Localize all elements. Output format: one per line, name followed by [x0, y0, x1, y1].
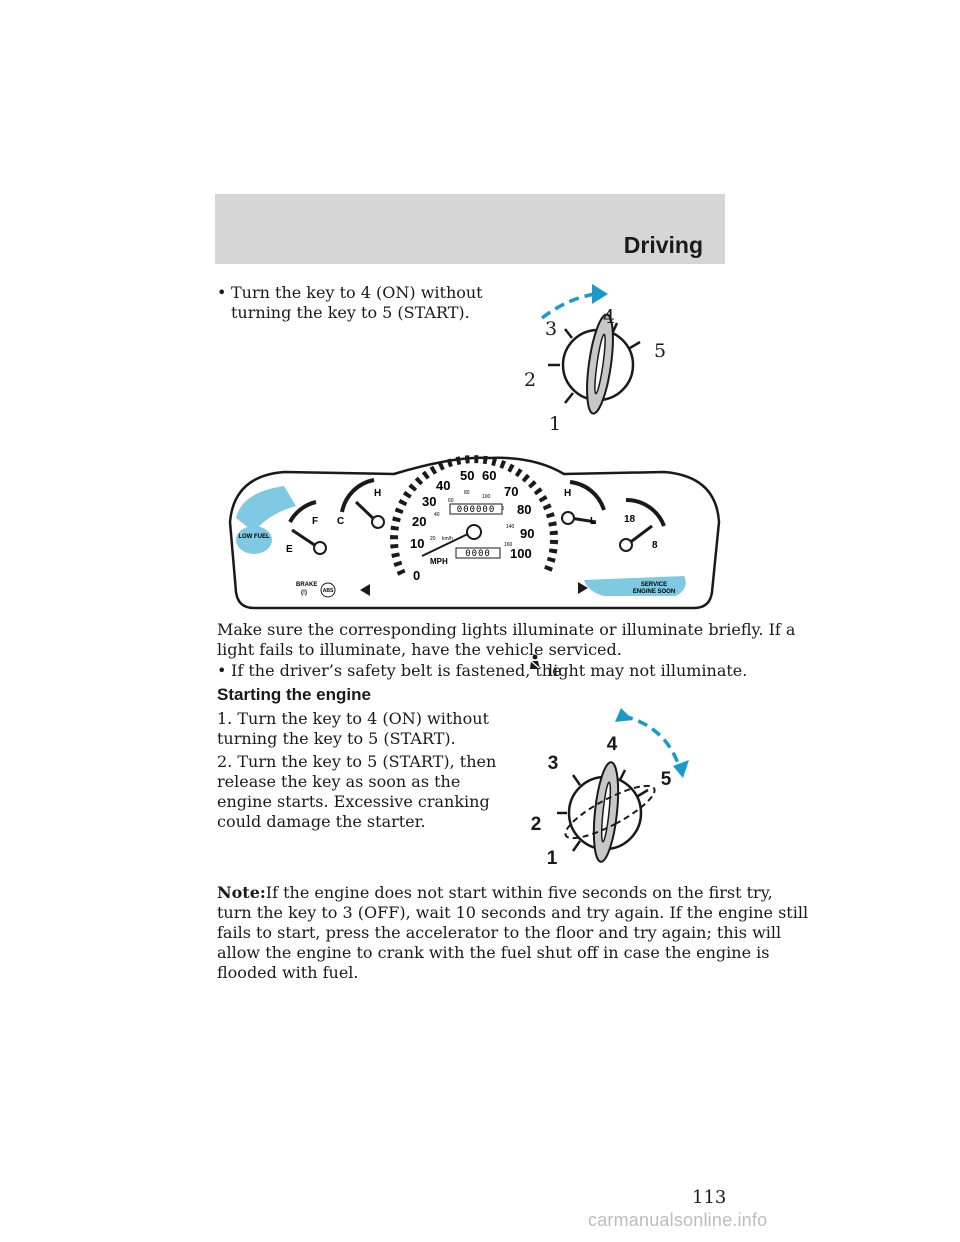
- trip-meter: [455, 547, 501, 559]
- note-line-4: allow the engine to crank with the fuel …: [217, 943, 770, 962]
- speed-mark-0: 0: [413, 568, 420, 583]
- right-turn-arrow: [578, 582, 588, 594]
- speed-mark-90: 90: [520, 526, 534, 541]
- kmh-mark-140: 140: [506, 524, 515, 530]
- position-label-5: 5: [654, 340, 666, 362]
- service-line-1: SERVICE: [641, 582, 667, 588]
- note-label: Note:: [217, 883, 266, 902]
- instrument-cluster: F E LOW FUEL C H 0 10 20 30 40 50 60 70 …: [228, 455, 721, 610]
- fuel-empty-label: E: [286, 544, 293, 555]
- oil-low-label: L: [590, 516, 596, 527]
- note-line-5: flooded with fuel.: [217, 963, 359, 982]
- temp-hot-label: H: [374, 488, 381, 499]
- speed-mark-50: 50: [460, 468, 474, 483]
- position-label-2-2: 2: [531, 814, 542, 835]
- speed-mark-70: 70: [504, 484, 518, 499]
- mph-unit: MPH: [430, 557, 448, 566]
- abs-light: [320, 582, 336, 598]
- rotation-arrow-2: [622, 714, 681, 767]
- rotation-arrowhead-start: [615, 708, 633, 722]
- speed-mark-80: 80: [517, 502, 531, 517]
- position-label-2-3: 3: [548, 753, 559, 774]
- step-2-line-2: release the key as soon as the: [217, 772, 461, 791]
- bullet-marker-2: •: [217, 661, 227, 680]
- odometer: [449, 503, 503, 515]
- rotation-arrow: [540, 292, 597, 320]
- note-text-1: If the engine does not start within five…: [265, 883, 773, 902]
- kmh-unit: km/h: [442, 536, 453, 542]
- fuel-full-label: F: [312, 516, 318, 527]
- top-instruction-line-1: Turn the key to 4 (ON) without: [231, 283, 483, 302]
- step-2-line-3: engine starts. Excessive cranking: [217, 792, 490, 811]
- header-band: Driving: [215, 194, 725, 264]
- step-2-line-1: 2. Turn the key to 5 (START), then: [217, 752, 497, 771]
- bullet-2-text-after: light may not illuminate.: [548, 661, 748, 680]
- position-label-4: 4: [603, 306, 615, 328]
- kmh-mark-40: 40: [434, 512, 440, 518]
- bullet-marker: •: [217, 283, 227, 302]
- svg-text:0000: 0000: [465, 549, 491, 559]
- position-label-3: 3: [545, 318, 557, 340]
- speed-mark-20: 20: [412, 514, 426, 529]
- kmh-mark-80: 80: [464, 490, 470, 496]
- rotation-arrowhead-end: [673, 760, 689, 778]
- paragraph-1-line-1: Make sure the corresponding lights illum…: [217, 620, 796, 639]
- kmh-mark-20: 20: [430, 536, 436, 542]
- speed-mark-10: 10: [410, 536, 424, 551]
- speed-mark-100: 100: [510, 546, 532, 561]
- position-label-2-1: 1: [547, 848, 558, 869]
- rotation-arrowhead: [592, 284, 608, 304]
- brake-symbol: (!): [301, 590, 307, 596]
- speed-mark-40: 40: [436, 478, 450, 493]
- volt-low-label: 8: [652, 540, 658, 551]
- warning-light-zone: [236, 486, 296, 532]
- kmh-mark-160: 160: [504, 542, 513, 548]
- kmh-mark-60: 60: [448, 498, 454, 504]
- position-label-2-5: 5: [661, 769, 672, 790]
- svg-text:000000: 000000: [457, 505, 496, 515]
- bullet-2-text-before: If the driver’s safety belt is fastened,…: [231, 661, 562, 680]
- service-line-2: ENGINE SOON: [633, 589, 675, 595]
- low-fuel-label: LOW FUEL: [238, 534, 270, 540]
- safety-belt-icon: [530, 654, 540, 669]
- paragraph-1-line-2: light fails to illuminate, have the vehi…: [217, 640, 622, 659]
- watermark: carmanualsonline.info: [588, 1210, 768, 1230]
- abs-label: ABS: [323, 588, 334, 594]
- note-line-2: turn the key to 3 (OFF), wait 10 seconds…: [217, 903, 809, 922]
- section-title: Driving: [623, 232, 703, 258]
- section-heading: Starting the engine: [217, 685, 371, 704]
- low-fuel-highlight: [236, 526, 272, 554]
- top-instruction-line-2: turning the key to 5 (START).: [231, 303, 470, 322]
- note-line-3: fails to start, press the accelerator to…: [217, 923, 782, 942]
- ignition-key-dashed: [564, 784, 656, 840]
- position-label-1: 1: [549, 413, 561, 435]
- left-turn-arrow: [360, 584, 370, 596]
- note-line-1: Note:If the engine does not start within…: [217, 883, 773, 903]
- position-label-2: 2: [524, 369, 536, 391]
- temp-cold-label: C: [337, 516, 344, 527]
- brake-label: BRAKE: [296, 582, 317, 588]
- step-2-line-4: could damage the starter.: [217, 812, 426, 831]
- speed-mark-30: 30: [422, 494, 436, 509]
- ignition-diagram-1: 1 2 3 4 5: [524, 284, 666, 435]
- service-highlight: [584, 576, 686, 596]
- position-label-2-4: 4: [607, 734, 618, 755]
- oil-high-label: H: [564, 488, 571, 499]
- speed-mark-60: 60: [482, 468, 496, 483]
- volt-high-label: 18: [624, 514, 636, 525]
- step-1-line-1: 1. Turn the key to 4 (ON) without: [217, 709, 489, 728]
- step-1-line-2: turning the key to 5 (START).: [217, 729, 456, 748]
- page-number: 113: [692, 1187, 727, 1208]
- kmh-mark-100: 100: [482, 494, 491, 500]
- ignition-diagram-2: 1 2 3 4 5: [531, 708, 689, 869]
